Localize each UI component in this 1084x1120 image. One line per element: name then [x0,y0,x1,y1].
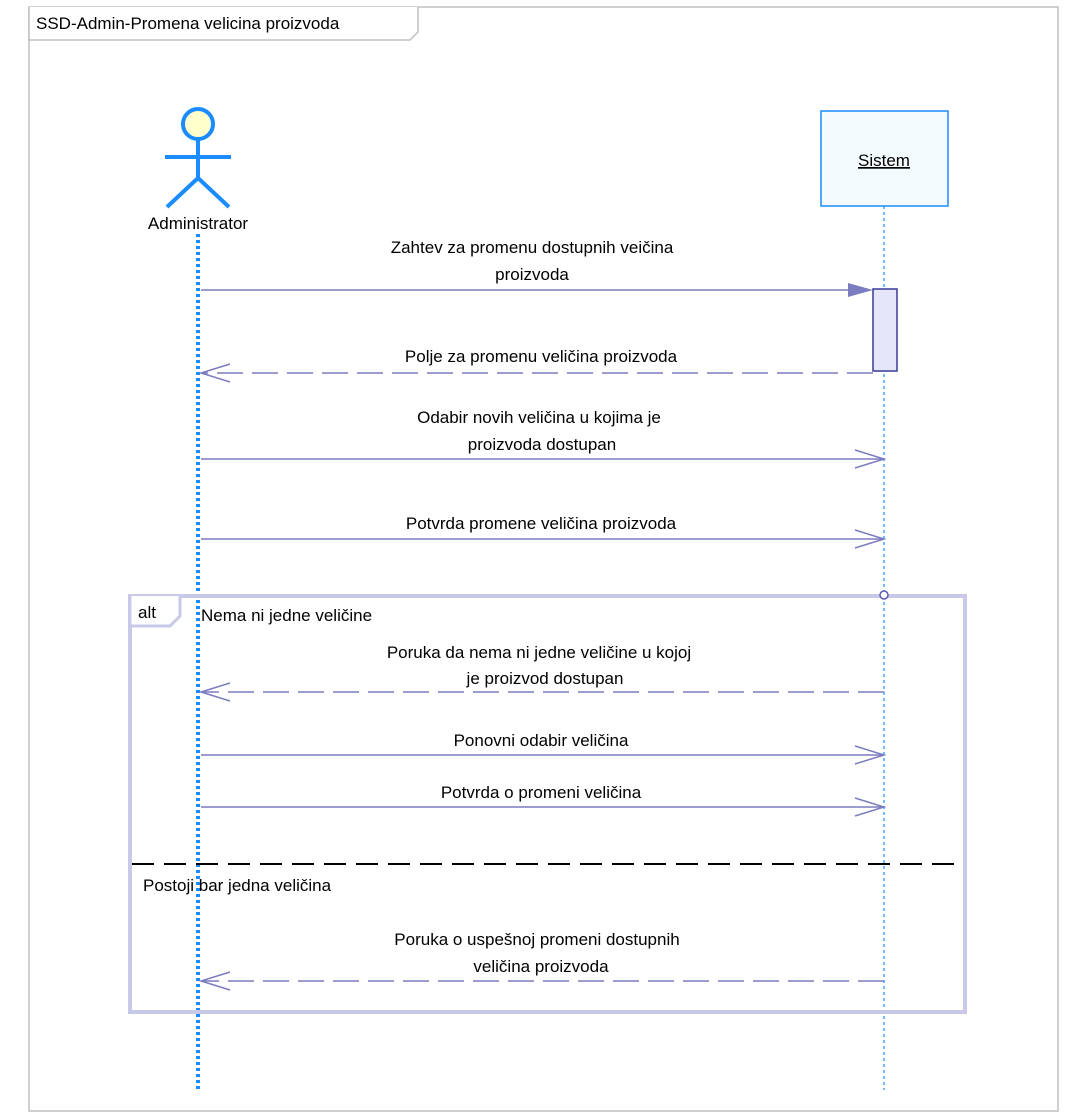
alt-guard-2: Postoji bar jedna veličina [143,876,332,895]
message-8-label-line-2: veličina proizvoda [473,957,609,976]
message-7-label: Potvrda o promeni veličina [441,783,642,802]
message-5-arrowhead-icon [198,682,231,702]
alt-fragment-border [128,594,967,1014]
lifeline-marker [879,590,889,600]
message-1[interactable]: Zahtev za promenu dostupnih veičina proi… [201,238,873,297]
message-3-label-line-2: proizvoda dostupan [468,435,616,454]
alt-operator-label: alt [138,603,156,622]
system-label: Sistem [858,151,910,170]
message-3-label-line-1: Odabir novih veličina u kojima je [417,408,661,427]
actor-label: Administrator [148,214,248,233]
message-5[interactable]: Poruka da nema ni jedne veličine u kojoj… [198,643,884,702]
message-6[interactable]: Ponovni odabir veličina [201,731,887,765]
frame-title-tab [28,7,419,41]
alt-guard-1: Nema ni jedne veličine [201,606,372,625]
message-4-arrowhead-icon [854,529,887,549]
message-5-label-line-1: Poruka da nema ni jedne veličine u kojoj [387,643,691,662]
message-1-label-line-1: Zahtev za promenu dostupnih veičina [391,238,674,257]
message-2-label: Polje za promenu veličina proizvoda [405,347,678,366]
message-6-label: Ponovni odabir veličina [454,731,629,750]
message-2[interactable]: Polje za promenu veličina proizvoda [198,347,873,383]
message-8-arrowhead-icon [198,971,231,991]
actor-administrator[interactable]: Administrator [148,107,248,233]
message-4[interactable]: Potvrda promene veličina proizvoda [201,514,887,549]
actor-left-leg [165,176,200,209]
diagram-frame [28,6,1059,1112]
message-5-label-line-2: je proizvod dostupan [466,669,624,688]
alt-operator-tab [128,596,182,628]
alt-fragment[interactable]: alt Nema ni jedne veličine Postoji bar j… [128,594,967,1014]
message-6-arrowhead-icon [854,745,887,765]
message-8-label-line-1: Poruka o uspešnoj promeni dostupnih [394,930,679,949]
message-2-arrowhead-icon [198,363,231,383]
actor-right-leg [196,176,231,209]
message-7-arrowhead-icon [854,797,887,817]
lifeline-sistem[interactable]: Sistem [820,110,949,207]
message-3-arrowhead-icon [854,449,887,469]
system-activation-bar [872,288,898,372]
message-1-label-line-2: proizvoda [495,265,569,284]
frame-title: SSD-Admin-Promena velicina proizvoda [36,14,340,33]
message-3[interactable]: Odabir novih veličina u kojima je proizv… [201,408,887,469]
message-8[interactable]: Poruka o uspešnoj promeni dostupnih veli… [198,930,884,991]
actor-head-icon [181,107,215,141]
message-4-label: Potvrda promene veličina proizvoda [406,514,677,533]
message-1-arrowhead-icon [848,283,873,297]
message-7[interactable]: Potvrda o promeni veličina [201,783,887,817]
